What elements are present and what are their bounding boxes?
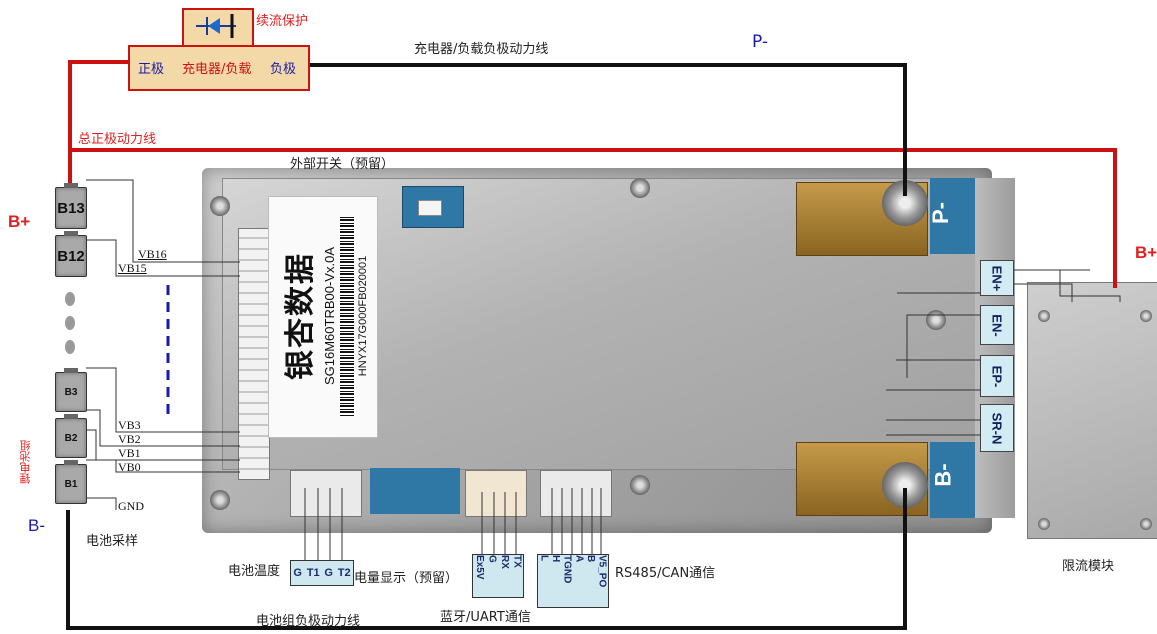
charger-load-label: 充电器/负载 [182,62,252,77]
current-limit-module-label: 限流模块 [1062,559,1115,574]
en-minus-lead-c [906,314,980,378]
temp-header [290,470,362,517]
connector-sr-n: SR-N [980,404,1014,452]
diode-icon [196,14,236,38]
sampling-wire-vb2 [86,409,240,447]
freewheel-label: 续流保护 [256,14,309,29]
ellipsis-dot-icon [65,292,75,306]
positive-terminal-label: 正极 [138,62,165,77]
b-minus-pcb [930,442,975,518]
battery-pack-label: 锂电池组 [19,440,32,484]
wire-label-vb1: VB1 [118,446,141,460]
balance-connector [238,228,270,480]
ellipsis-dot-icon [65,340,75,354]
cell-b12: B12 [55,231,87,277]
en-plus-lead [1059,270,1121,302]
wire-label-vb2: VB2 [118,432,141,446]
external-switch-label: 外部开关（预留） [290,157,395,172]
product-label [268,196,378,438]
b-minus-label: B- [28,516,45,535]
screw-icon [630,475,650,495]
p-minus-pcb [930,178,975,254]
battery-sampling-label: 电池采样 [86,534,139,549]
battery-temp-label: 电池温度 [228,564,281,579]
ellipsis-dot-icon [65,316,75,330]
charger-load-box [128,45,310,91]
sampling-wire-vb16 [86,179,240,263]
cell-b3: B3 [55,368,87,412]
screw-icon [1038,518,1050,530]
sampling-wire-vb3 [86,367,240,433]
current-limit-module [1027,282,1157,539]
rs485-can-label: RS485/CAN通信 [615,566,716,581]
connector-en-minus: EN- [980,305,1014,345]
screw-icon [1140,518,1152,530]
screw-icon [210,196,230,216]
screw-icon [630,178,650,198]
board-right-edge [975,178,1015,518]
b-plus-left-label: B+ [8,212,31,231]
connector-en-plus: EN+ [980,260,1014,296]
sampling-wire-vb15 [86,239,240,277]
screw-icon [210,490,230,510]
b-plus-right-label: B+ [1135,243,1157,262]
negative-terminal-label: 负极 [270,62,297,77]
wire-label-vb16: VB16 [138,247,167,261]
charger-negative-wire [307,63,907,196]
total-positive-line-label: 总正极动力线 [78,132,157,147]
rs485-header [540,470,612,517]
bottom-pcb-strip [370,468,460,514]
wire-label-vb15: VB15 [118,261,147,275]
cell-b1: B1 [55,460,87,504]
wire-label-vb0: VB0 [118,460,141,474]
cell-b2: B2 [55,414,87,458]
total-positive-wire [68,60,130,185]
soc-display-label: 电量显示（预留） [354,571,459,586]
p-minus-label: P- [752,32,769,52]
connector-ep-minus: EP- [980,355,1014,397]
sampling-wire-vb0 [86,459,240,473]
en-minus-lead-b [1010,283,1073,302]
sampling-wire-gnd [86,497,117,510]
bluetooth-uart-label: 蓝牙/UART通信 [440,610,531,625]
charger-negative-line-label: 充电器/负载负极动力线 [414,42,549,57]
pack-negative-line-label: 电池组负极动力线 [256,614,361,629]
sampling-wire-vb1 [86,429,240,461]
wire-label-gnd: GND [118,499,144,513]
uart-header [465,470,527,517]
cell-b13: B13 [55,183,87,229]
switch-connector-plug [418,200,442,216]
b-plus-wire [70,148,1117,288]
wire-label-vb3: VB3 [118,418,141,432]
pack-negative-wire [66,488,907,630]
screw-icon [1038,310,1050,322]
screw-icon [1140,310,1152,322]
